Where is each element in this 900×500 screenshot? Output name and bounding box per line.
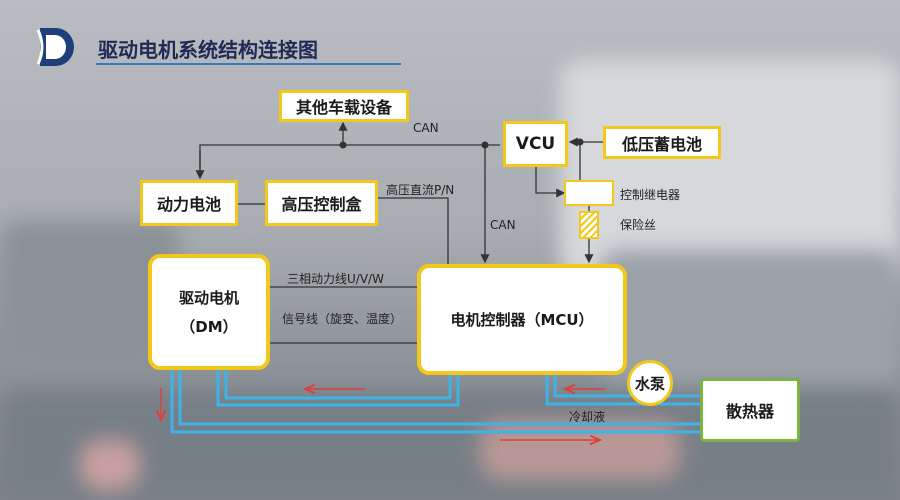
mcu-box: 电机控制器（MCU） [417,264,627,375]
logo-icon [36,28,74,66]
fuse-icon [579,211,599,239]
lv-battery-box: 低压蓄电池 [603,126,721,159]
relay-box [564,180,614,206]
title-underline [96,63,401,65]
hv-dc-line [378,197,449,265]
coolant-pipe-bottom-inner [178,370,700,426]
coolant-pipe-motor-mcu-outer [216,370,460,407]
hv-box: 高压控制盒 [265,180,378,226]
pump-circle: 水泵 [627,360,673,406]
hv-dc-label: 高压直流P/N [386,183,455,197]
can-mid-label: CAN [490,218,516,232]
other-devices-box: 其他车载设备 [279,90,409,122]
can-junction-dot-2 [481,141,489,149]
motor-abbr: （DM） [180,318,238,336]
can-top-label: CAN [413,121,439,135]
motor-box: 驱动电机 （DM） [148,254,270,370]
coolant-label: 冷却液 [569,410,606,424]
page-title: 驱动电机系统结构连接图 [98,38,318,62]
coolant-pipe-mcu-pump [553,375,630,398]
lv-junction-dot [576,138,584,146]
coolant-pipe-motor-mcu-inner [224,370,452,400]
background-red-blur-2 [480,420,680,480]
background-red-blur [80,440,140,490]
three-phase-label: 三相动力线U/V/W [287,272,384,286]
motor-name: 驱动电机 [178,289,239,307]
coolant-pipe-bottom-outer [170,370,700,434]
can-junction-dot [339,141,347,149]
signal-label: 信号线（旋变、温度） [282,312,403,326]
vcu-box: VCU [503,121,568,167]
battery-box: 动力电池 [140,180,238,226]
radiator-box: 散热器 [700,378,800,442]
vcu-to-relay [535,166,566,198]
relay-label: 控制继电器 [620,188,681,202]
can-bus-line [199,144,500,178]
fuse-label: 保险丝 [620,218,657,232]
background-car-blur [560,60,900,280]
